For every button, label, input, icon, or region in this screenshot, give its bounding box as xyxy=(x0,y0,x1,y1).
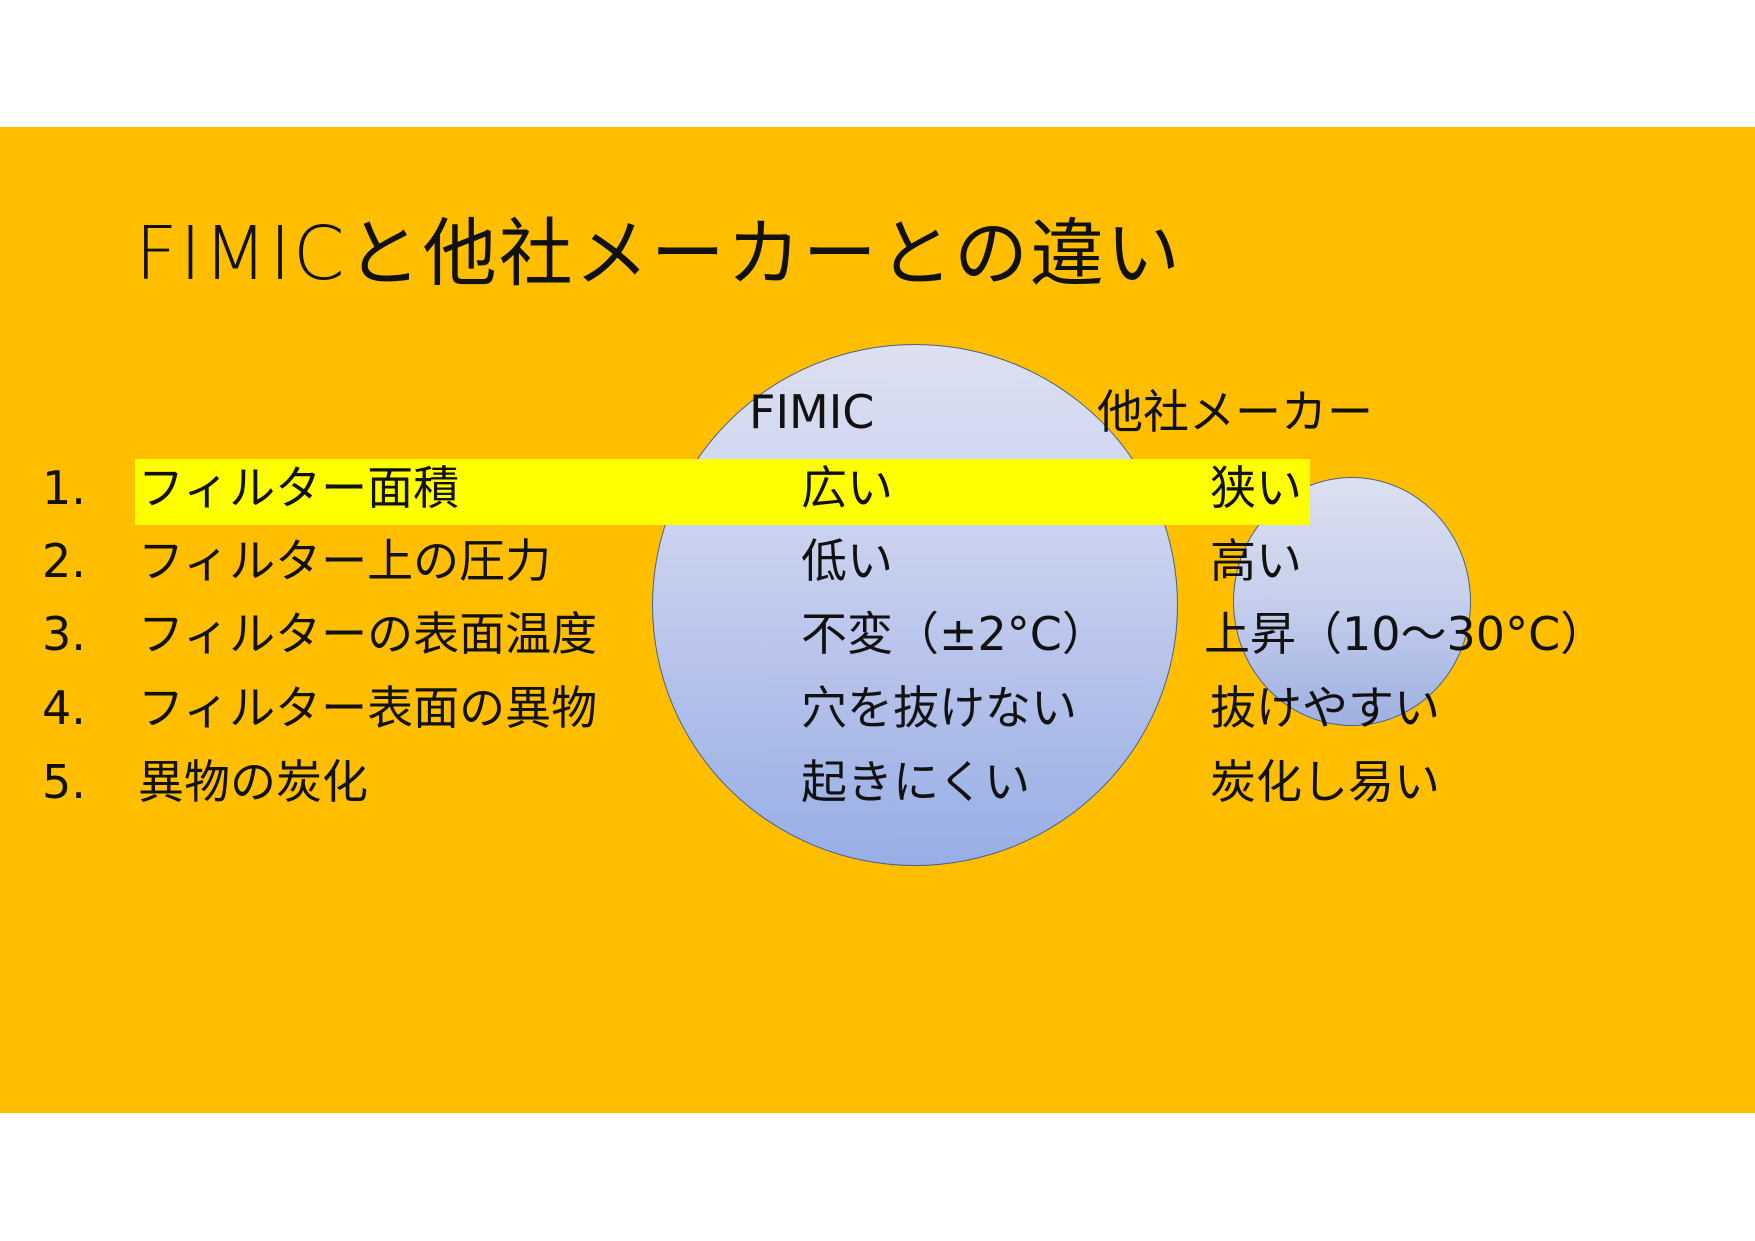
row-number: 4. xyxy=(42,681,86,735)
row-label: 異物の炭化 xyxy=(138,755,368,809)
row-label: フィルター表面の異物 xyxy=(138,681,598,735)
fimic-value: 起きにくい xyxy=(801,755,1031,809)
row-number: 5. xyxy=(42,755,86,809)
row-label: フィルターの表面温度 xyxy=(138,607,598,661)
other-maker-value: 狭い xyxy=(1210,461,1302,515)
other-maker-value: 高い xyxy=(1210,534,1302,588)
fimic-value: 不変（±2°C） xyxy=(801,607,1108,661)
comparison-row: 2. フィルター上の圧力 低い 高い xyxy=(0,534,1755,594)
row-label: フィルター面積 xyxy=(138,461,460,515)
column-header-fimic: FIMIC xyxy=(749,385,875,439)
comparison-row: 1. フィルター面積 広い 狭い xyxy=(0,461,1755,521)
comparison-row: 5. 異物の炭化 起きにくい 炭化し易い xyxy=(0,755,1755,815)
comparison-row: 4. フィルター表面の異物 穴を抜けない 抜けやすい xyxy=(0,681,1755,741)
comparison-row: 3. フィルターの表面温度 不変（±2°C） 上昇（10～30°C） xyxy=(0,607,1755,667)
row-1-highlight xyxy=(135,459,1310,525)
other-maker-value: 上昇（10～30°C） xyxy=(1204,607,1607,661)
column-header-other-maker: 他社メーカー xyxy=(1097,385,1373,439)
row-label: フィルター上の圧力 xyxy=(138,534,552,588)
row-number: 2. xyxy=(42,534,86,588)
fimic-value: 低い xyxy=(801,534,893,588)
row-number: 3. xyxy=(42,607,86,661)
slide: FIMICと他社メーカーとの違い FIMIC 他社メーカー 1. フィルター面積… xyxy=(0,127,1755,1113)
fimic-value: 穴を抜けない xyxy=(801,681,1077,735)
other-maker-value: 炭化し易い xyxy=(1210,755,1440,809)
slide-title: FIMICと他社メーカーとの違い xyxy=(135,211,1182,297)
row-number: 1. xyxy=(42,461,86,515)
other-maker-value: 抜けやすい xyxy=(1210,681,1440,735)
fimic-filter-circle-large xyxy=(652,344,1178,866)
fimic-value: 広い xyxy=(801,461,893,515)
